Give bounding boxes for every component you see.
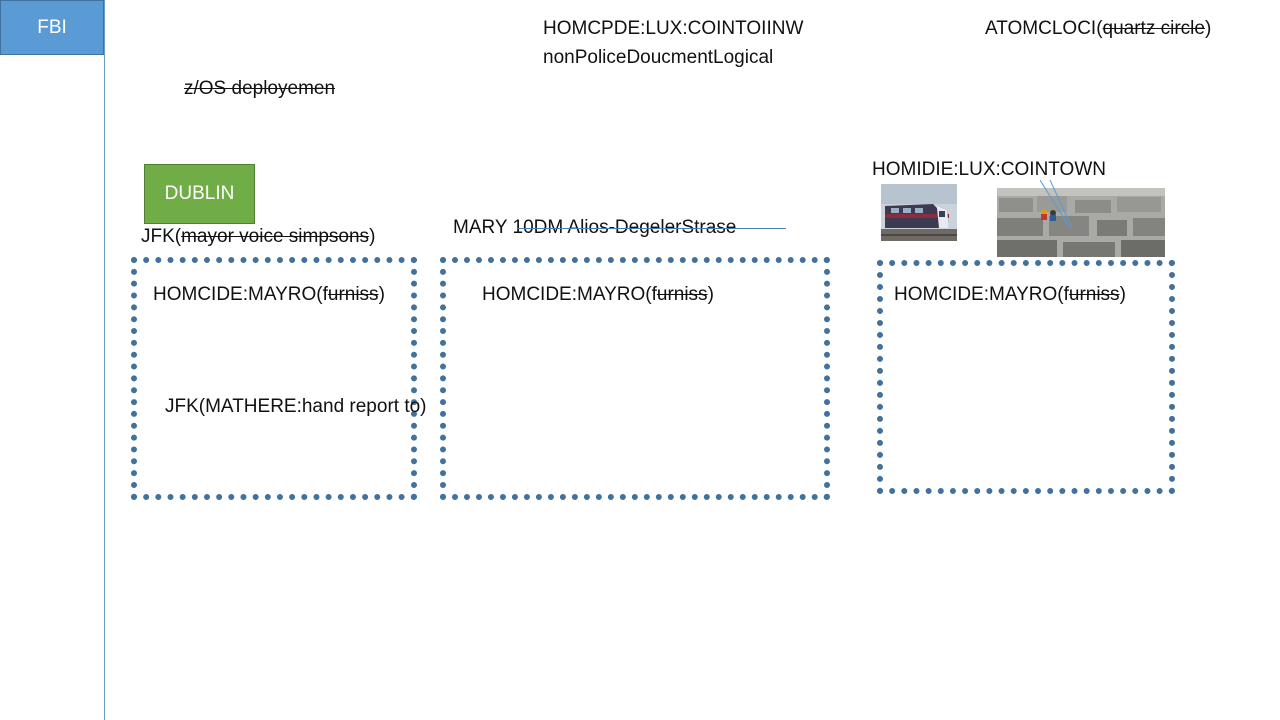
box2-prefix: HOMCIDE:MAYRO(f [482,284,657,305]
train-photo [881,184,957,241]
box3-homcide-label: HOMCIDE:MAYRO(furniss) [894,283,1126,307]
dotted-box-1[interactable] [131,257,417,500]
fbi-label: FBI [37,16,67,38]
box2-struck: urniss [656,284,708,305]
dotted-box-2[interactable] [440,257,830,500]
memorial-photo [997,188,1165,257]
train-photo-graphic [881,184,957,241]
dublin-box[interactable]: DUBLIN [144,164,255,224]
box3-struck: urniss [1068,284,1120,305]
fbi-box[interactable]: FBI [0,0,104,55]
box1-suffix: ) [378,284,385,305]
jfk-top-label: JFK(mayor voice simpsons) [141,225,375,249]
mary-prefix: MARY [453,217,513,238]
header-subtitle-line: nonPoliceDoucmentLogical [543,47,774,68]
dublin-label: DUBLIN [164,183,235,204]
box1-prefix: HOMCIDE:MAYRO(f [153,284,328,305]
dotted-box-3[interactable] [877,260,1175,494]
box2-homcide-label: HOMCIDE:MAYRO(furniss) [482,283,714,307]
box1-struck: urniss [327,284,379,305]
jfk-inner-label: JFK(MATHERE:hand report to) [165,396,427,417]
box3-prefix: HOMCIDE:MAYRO(f [894,284,1069,305]
header-code-line: HOMCPDE:LUX:COINTOIINW [543,18,804,39]
mary-label: MARY 10DM Alios-DegelerStrase [453,216,736,240]
vertical-divider [104,0,105,720]
jfk-top-prefix: JFK( [141,226,182,247]
box3-suffix: ) [1119,284,1126,305]
atomcloci-struck: quartz circle [1102,18,1205,39]
homidie-label: HOMIDIE:LUX:COINTOWN [872,159,1106,180]
atomcloci-suffix: ) [1204,18,1212,39]
box1-homcide-label: HOMCIDE:MAYRO(furniss) [153,283,385,307]
zos-label: z/OS deployemen [184,78,336,99]
atomcloci-prefix: ATOMCLOCI( [985,18,1103,39]
box2-suffix: ) [707,284,714,305]
jfk-top-suffix: ) [369,226,376,247]
atomcloci-label: ATOMCLOCI(quartz circle) [985,17,1211,41]
memorial-photo-graphic [997,188,1165,257]
label-pointer-lines [1040,180,1073,229]
jfk-top-struck: mayor voice simpsons [181,226,370,247]
mary-struck-text: 10DM Alios-DegelerStrase [512,217,737,238]
mary-strike-line [518,228,786,229]
